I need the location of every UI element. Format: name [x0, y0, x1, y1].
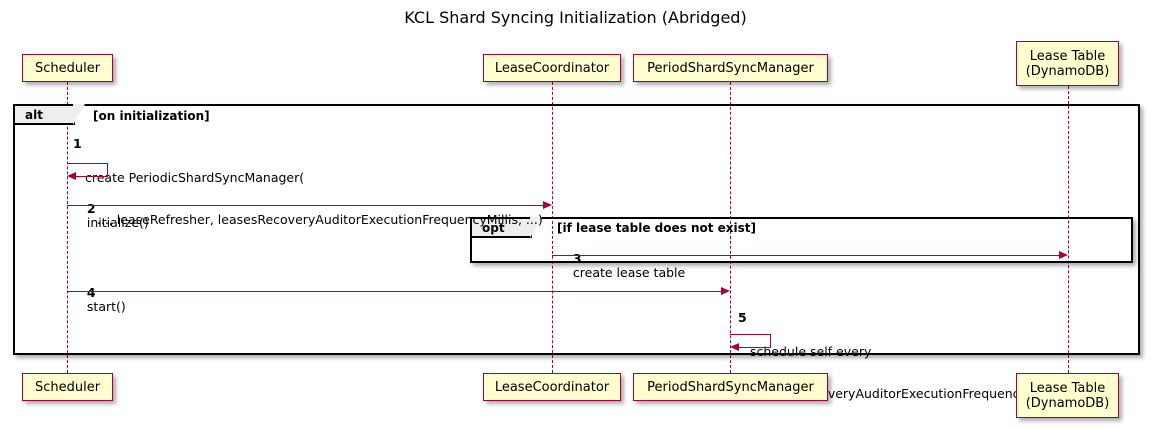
message-1-arrowhead [67, 172, 76, 180]
participant-lease-table-top[interactable]: Lease Table (DynamoDB) [1016, 41, 1119, 86]
message-5-arrowhead [730, 343, 739, 351]
participant-period-shard-sync-manager-bottom[interactable]: PeriodShardSyncManager [633, 373, 828, 401]
message-2-arrowhead [543, 201, 552, 209]
message-2-number: 2 [86, 201, 96, 216]
message-1-label: 1 create PeriodicShardSyncManager( ..., … [73, 129, 543, 255]
message-5-number: 5 [738, 310, 747, 325]
alt-frame-tab: alt [15, 104, 85, 125]
message-3-arrowhead [1059, 251, 1068, 259]
alt-frame-condition: [on initialization] [93, 109, 210, 123]
message-2-text: initialize() [86, 215, 149, 230]
diagram-title: KCL Shard Syncing Initialization (Abridg… [404, 8, 747, 27]
message-3-text: create lease table [572, 265, 686, 280]
lifeline-scheduler [67, 82, 68, 373]
participant-period-shard-sync-manager-top[interactable]: PeriodShardSyncManager [633, 54, 828, 82]
message-1-self-bottom [75, 176, 108, 177]
opt-frame-tab: opt [472, 217, 542, 238]
message-4-label: 4 start() [71, 272, 126, 328]
participant-scheduler-bottom[interactable]: Scheduler [22, 373, 113, 401]
message-5-self-top [730, 334, 771, 335]
lifeline-lease-table [1068, 86, 1069, 373]
alt-frame-keyword: alt [25, 107, 43, 122]
message-5-line2: leasesRecoveryAuditorExecutionFrequencyM… [750, 386, 1059, 401]
lifeline-period-shard-sync-manager [730, 82, 731, 373]
alt-frame [13, 104, 1140, 355]
lifeline-lease-coordinator [552, 82, 553, 373]
message-1-self-top [67, 163, 108, 164]
opt-frame [470, 217, 1133, 263]
message-2-label: 2 initialize() [71, 188, 149, 244]
message-5-line1: schedule self every [750, 344, 872, 359]
participant-lease-coordinator-top[interactable]: LeaseCoordinator [483, 54, 621, 82]
participant-lease-table-bottom[interactable]: Lease Table (DynamoDB) [1016, 373, 1119, 418]
participant-scheduler-top[interactable]: Scheduler [22, 54, 113, 82]
message-5-self-right [770, 334, 771, 348]
message-4-arrowhead [721, 287, 730, 295]
message-4-text: start() [86, 299, 126, 314]
message-1-line2: ..., leaseRefresher, leasesRecoveryAudit… [85, 212, 543, 227]
message-1-self-right [107, 163, 108, 177]
message-5-label: 5 schedule self every leasesRecoveryAudi… [738, 303, 1059, 429]
message-3-number: 3 [572, 251, 582, 266]
message-3-label: 3 create lease table [557, 238, 685, 294]
message-1-number: 1 [73, 136, 82, 151]
opt-frame-condition: [if lease table does not exist] [557, 221, 757, 235]
message-4-number: 4 [86, 285, 96, 300]
message-1-line1: create PeriodicShardSyncManager( [85, 170, 305, 185]
message-2-line [67, 205, 545, 206]
participant-lease-coordinator-bottom[interactable]: LeaseCoordinator [483, 373, 621, 401]
message-3-line [552, 255, 1060, 256]
opt-frame-keyword: opt [482, 220, 505, 235]
message-4-line [67, 291, 723, 292]
message-5-self-bottom [738, 347, 771, 348]
